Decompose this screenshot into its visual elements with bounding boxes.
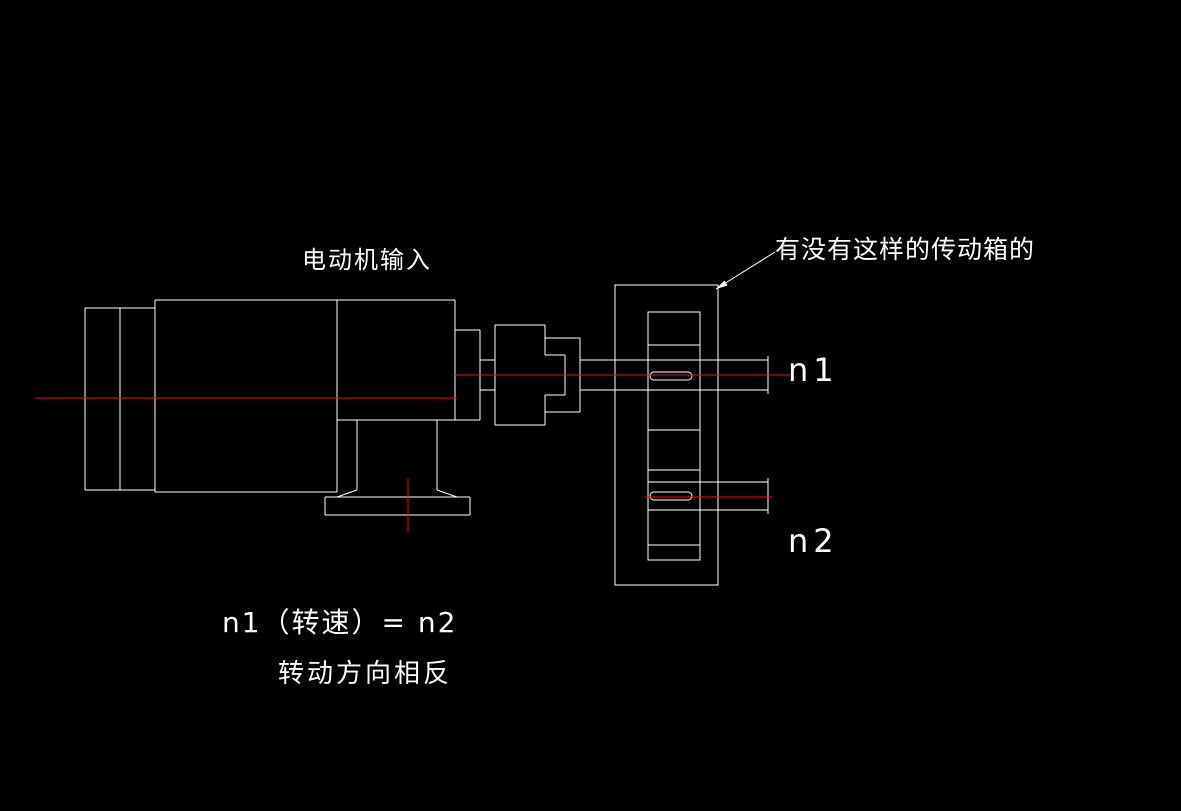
n1-label: n1	[788, 351, 839, 389]
gearbox-drawing	[580, 284, 769, 586]
centerlines	[35, 374, 790, 532]
motor-input-label: 电动机输入	[302, 246, 432, 274]
motor-shaft-stub	[480, 359, 495, 391]
gearbox-outer-housing	[614, 284, 719, 586]
leader-annotation	[715, 251, 776, 290]
gearbox-internal-lines	[648, 344, 700, 546]
motor-drawing	[84, 299, 495, 516]
motor-rear-cap-outline	[84, 307, 155, 491]
speed-equation-label: n1（转速）= n2	[222, 606, 457, 639]
annotations: 电动机输入 有没有这样的传动箱的 n1 n2 n1（转速）= n2 转动方向相反	[222, 235, 1035, 689]
motor-body-outline	[154, 299, 456, 493]
n2-label: n2	[788, 522, 839, 560]
gearbox-question-label: 有没有这样的传动箱的	[775, 235, 1035, 264]
lower-shaft-n2	[648, 478, 769, 514]
upper-keyway-slot	[649, 371, 693, 381]
gearbox-inner-casing	[647, 311, 701, 561]
motor-foot-outline	[324, 420, 471, 516]
lower-keyway-slot	[649, 491, 693, 501]
leader-arrowhead-icon	[716, 280, 728, 289]
direction-note-label: 转动方向相反	[278, 659, 452, 689]
